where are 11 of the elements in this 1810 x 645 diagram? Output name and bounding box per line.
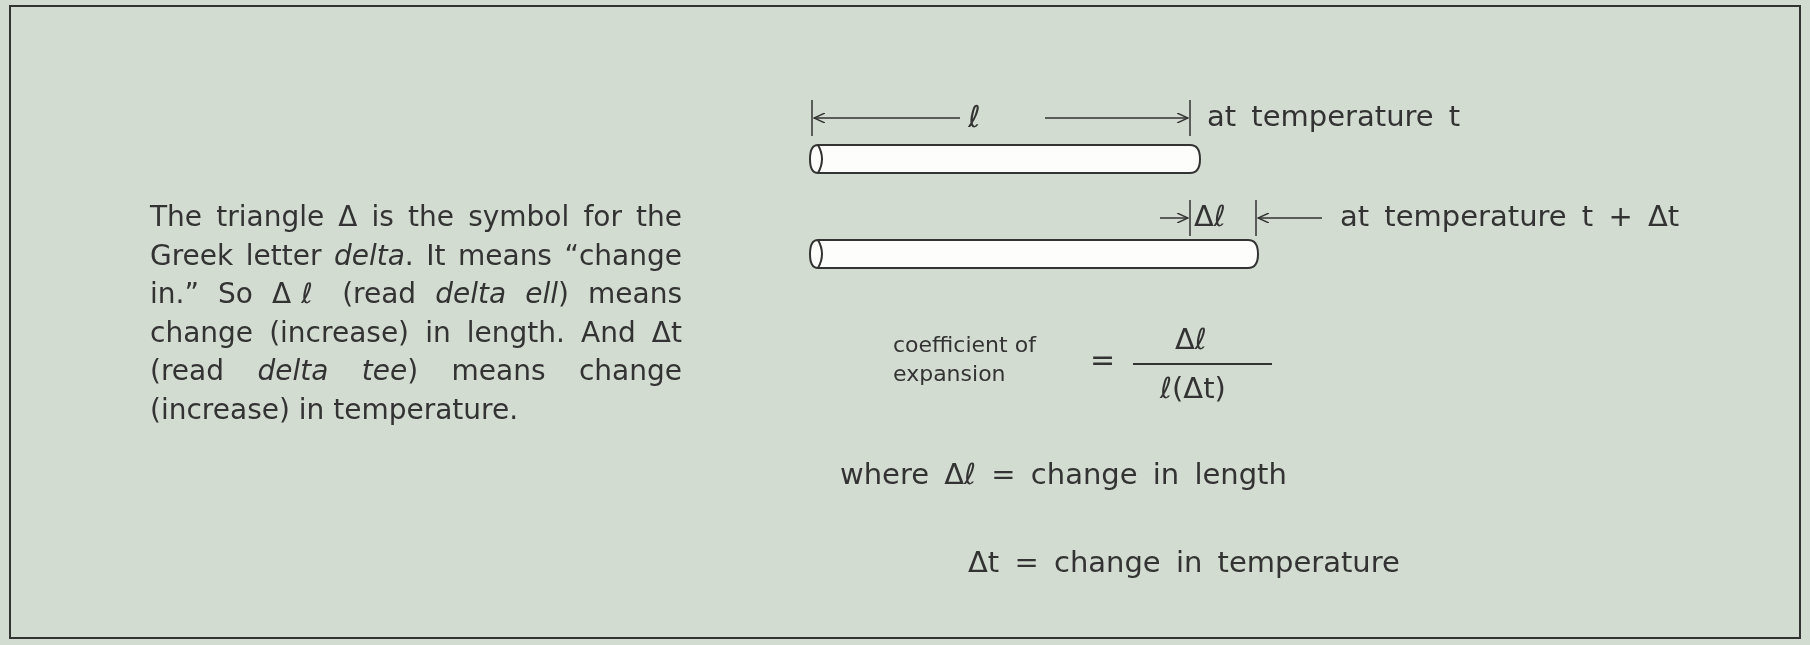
- definition-text: Δt = change in temperature: [968, 548, 1400, 577]
- dimension-label: Δℓ: [1194, 202, 1226, 231]
- definition-text: where Δℓ = change in length: [840, 460, 1287, 489]
- formula-numerator: Δℓ: [1175, 325, 1207, 354]
- formula-denominator: ℓ(Δt): [1160, 374, 1226, 403]
- equals-sign: =: [1090, 345, 1116, 375]
- condition-label: at temperature t + Δt: [1340, 202, 1680, 231]
- explanation-paragraph: The triangle Δ is the symbol for the Greek letter delta. It means “change in.” So Δℓ (read delta ell) means change (increase) in length. And Δt (read delta tee) means change (increase) in temperature.: [150, 199, 682, 428]
- formula-term: coefficient of expansion: [893, 331, 1038, 388]
- dimension-label: ℓ: [968, 102, 981, 132]
- condition-label: at temperature t: [1207, 102, 1461, 131]
